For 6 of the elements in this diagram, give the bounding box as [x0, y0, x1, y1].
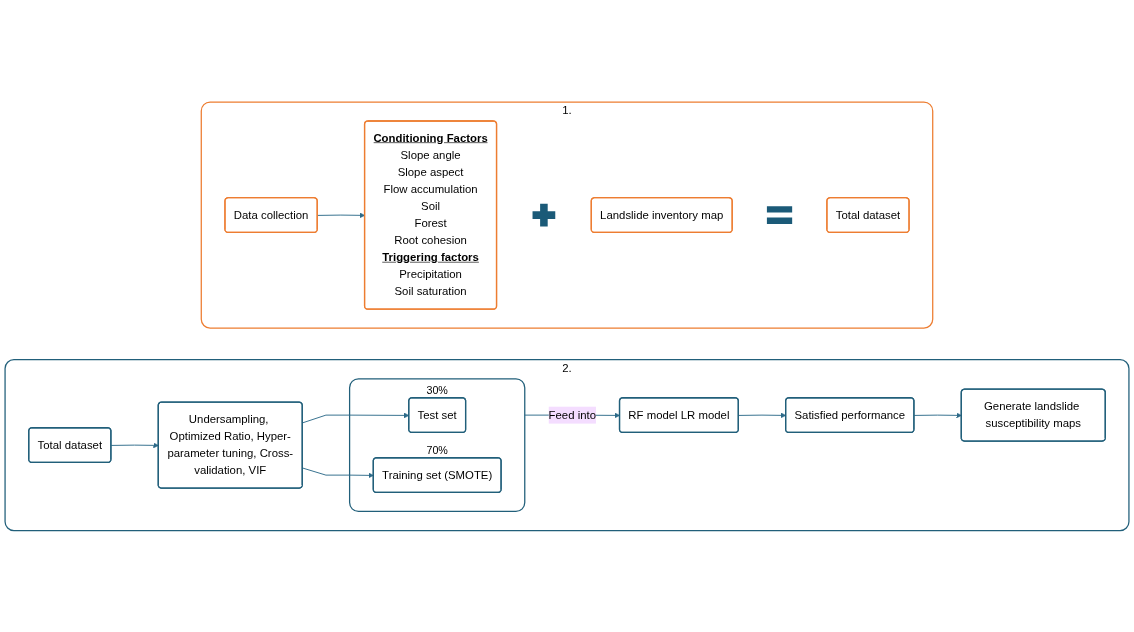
plus-sign	[532, 203, 556, 227]
percentage-label: 70%	[426, 443, 448, 456]
edge-label: Feed into	[548, 408, 597, 421]
equals-sign	[766, 205, 793, 224]
cluster	[348, 377, 526, 512]
percentage-label: 30%	[426, 383, 448, 396]
